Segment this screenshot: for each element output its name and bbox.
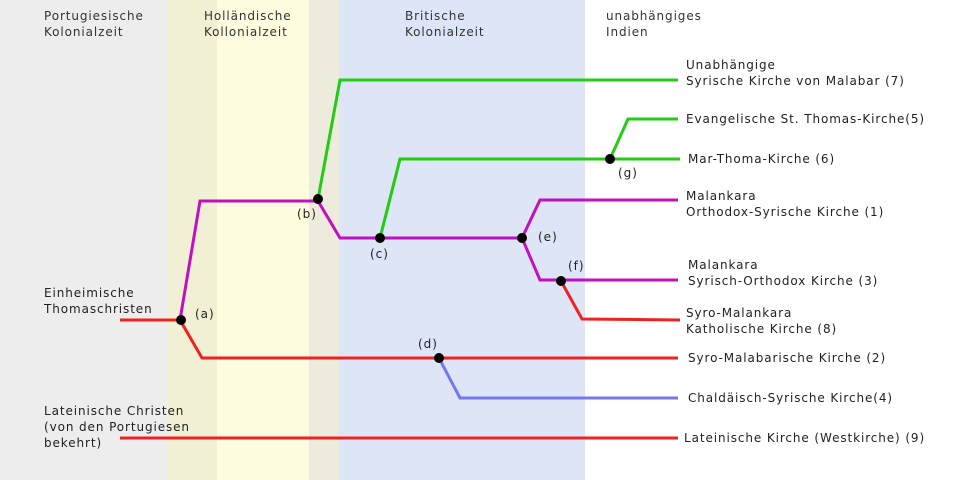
- node-label-c: (c): [370, 247, 389, 261]
- node-a: [176, 315, 186, 325]
- label-line: Unabhängige: [686, 58, 776, 72]
- line-puthenkoor: [178, 198, 678, 321]
- label-line: (von den Portugiesen: [44, 420, 190, 434]
- era-label-line: Britische: [405, 9, 466, 23]
- church-label-4: Chaldäisch-Syrische Kirche(4): [688, 391, 893, 405]
- node-d: [434, 353, 444, 363]
- line-st-thomas-evangelical: [608, 117, 678, 160]
- label-line: Einheimische: [44, 286, 135, 300]
- era-band-transition-2: [309, 0, 339, 480]
- label-line: Syro-Malankara: [686, 306, 793, 320]
- label-line: bekehrt): [44, 436, 103, 450]
- node-label-e: (e): [538, 230, 558, 244]
- label-line: Lateinische Christen: [44, 404, 185, 418]
- label-line: Malankara: [688, 258, 759, 272]
- era-label-line: Kolonialzeit: [44, 25, 124, 39]
- era-label-line: Indien: [606, 25, 649, 39]
- era-label-line: Portugiesische: [44, 9, 144, 23]
- node-label-a: (a): [195, 307, 215, 321]
- node-label-g: (g): [618, 166, 638, 180]
- era-label-line: unabhängiges: [606, 9, 702, 23]
- line-syro-malabar: [120, 318, 678, 360]
- label-line: Malankara: [686, 189, 757, 203]
- label-line: Syrische Kirche von Malabar (7): [686, 74, 905, 88]
- era-label-line: Kolonialzeit: [405, 25, 485, 39]
- line-syro-malankara: [559, 280, 681, 322]
- node-label-f: (f): [568, 259, 585, 273]
- label-line: Syrisch-Orthodox Kirche (3): [688, 274, 879, 288]
- node-g: [605, 154, 615, 164]
- node-label-b: (b): [297, 207, 317, 221]
- era-band-dutch: [217, 0, 309, 480]
- line-jacobite: [520, 237, 678, 282]
- label-line: Orthodox-Syrische Kirche (1): [686, 205, 885, 219]
- church-label-5: Evangelische St. Thomas-Kirche(5): [686, 112, 925, 126]
- line-mar-thoma: [378, 157, 680, 239]
- node-label-d: (d): [418, 337, 438, 351]
- node-f: [556, 276, 566, 286]
- node-b: [313, 194, 323, 204]
- line-malabar-independent: [316, 78, 678, 200]
- node-c: [375, 233, 385, 243]
- era-label-line: Kollonialzeit: [204, 25, 288, 39]
- era-label-line: Holländische: [204, 9, 292, 23]
- church-label-2: Syro-Malabarische Kirche (2): [688, 351, 887, 365]
- label-line: Thomaschristen: [44, 302, 153, 316]
- line-chaldean: [437, 357, 678, 400]
- church-label-9: Lateinische Kirche (Westkirche) (9): [684, 431, 926, 445]
- origin-latin-christians: Lateinische Christen (von den Portugiesen…: [44, 403, 190, 451]
- node-e: [517, 233, 527, 243]
- church-label-6: Mar-Thoma-Kirche (6): [688, 152, 836, 166]
- label-line: Katholische Kirche (8): [686, 322, 838, 336]
- era-band-portuguese: [0, 0, 167, 480]
